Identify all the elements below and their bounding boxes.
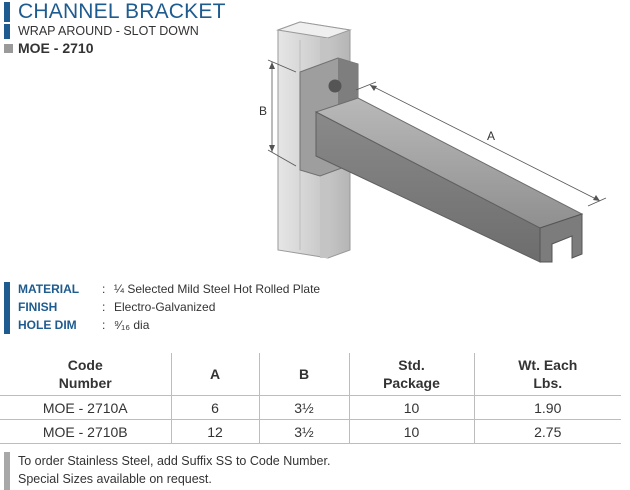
spec-label: HOLE DIM — [18, 318, 77, 332]
model-number: MOE - 2710 — [18, 40, 94, 56]
bracket-drawing: B A — [259, 21, 607, 263]
header-b: B — [258, 353, 349, 396]
page-subtitle: WRAP AROUND - SLOT DOWN — [18, 24, 199, 38]
cell-b: 3½ — [258, 419, 349, 444]
cell-weight: 1.90 — [473, 395, 621, 420]
dimension-b-label: B — [259, 104, 267, 118]
subtitle-accent-bar — [4, 24, 10, 39]
bracket-arm — [314, 97, 584, 263]
dimension-a — [355, 81, 607, 207]
spec-colon: : — [102, 300, 106, 314]
page-title: CHANNEL BRACKET — [18, 0, 226, 23]
title-accent-bar — [4, 2, 10, 22]
cell-code: MOE - 2710A — [0, 395, 171, 420]
cell-b: 3½ — [258, 395, 349, 420]
spec-label: FINISH — [18, 300, 58, 314]
spec-value: Electro-Galvanized — [114, 300, 216, 314]
dimension-b — [267, 59, 297, 167]
cell-code: MOE - 2710B — [0, 419, 171, 444]
header-std-package: Std.Package — [348, 353, 474, 396]
note-accent-bar — [4, 452, 10, 490]
note-special-sizes: Special Sizes available on request. — [18, 472, 212, 486]
spec-accent-bar — [4, 282, 10, 334]
spec-colon: : — [102, 318, 106, 332]
cell-a: 6 — [170, 395, 259, 420]
bolt-hole-icon — [328, 79, 342, 93]
header-a: A — [170, 353, 259, 396]
dimension-a-label: A — [487, 129, 495, 143]
table-row: MOE - 2710A 6 3½ 10 1.90 — [0, 395, 621, 420]
note-stainless: To order Stainless Steel, add Suffix SS … — [18, 454, 331, 468]
spec-colon: : — [102, 282, 106, 296]
cell-package: 10 — [348, 395, 474, 420]
table-row: MOE - 2710B 12 3½ 10 2.75 — [0, 419, 621, 444]
spec-value: ¼ Selected Mild Steel Hot Rolled Plate — [114, 282, 321, 296]
model-marker — [4, 44, 13, 53]
cell-weight: 2.75 — [473, 419, 621, 444]
cell-package: 10 — [348, 419, 474, 444]
spec-value: ⁹⁄₁₆ dia — [114, 318, 150, 332]
spec-label: MATERIAL — [18, 282, 80, 296]
cell-a: 12 — [170, 419, 259, 444]
